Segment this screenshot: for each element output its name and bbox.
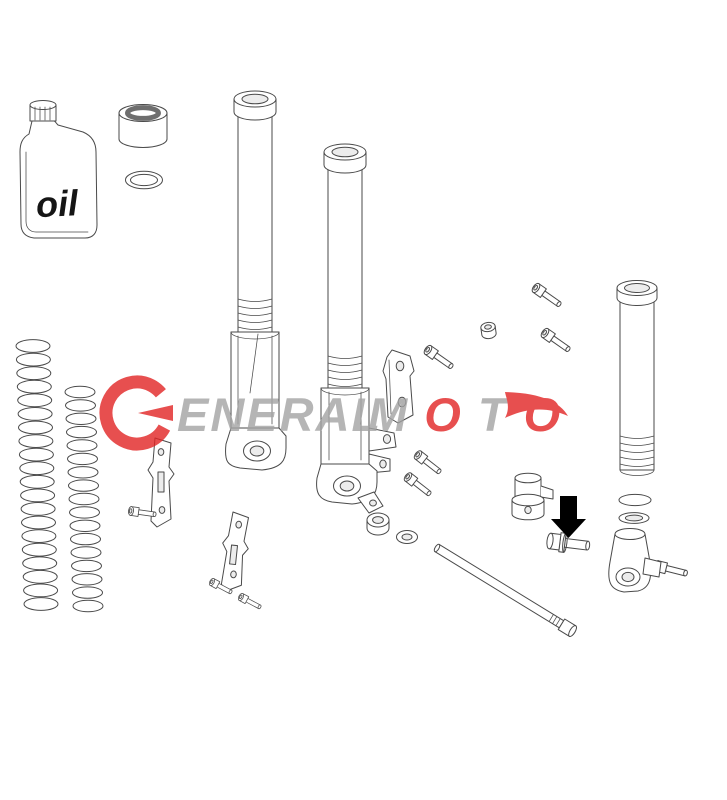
logo-swoosh bbox=[505, 392, 568, 418]
oil-bottle: oil bbox=[19, 100, 98, 239]
highlight-arrow-shaft bbox=[560, 496, 577, 519]
fork-tube-assembly-front bbox=[225, 90, 287, 471]
oil-label: oil bbox=[35, 182, 80, 225]
socket-bolt bbox=[422, 343, 456, 372]
spring-coil bbox=[65, 412, 97, 425]
spring-coil bbox=[18, 447, 54, 462]
axle-holder bbox=[511, 472, 554, 521]
oil-bottle-body bbox=[19, 120, 98, 239]
spring-coil bbox=[65, 399, 96, 412]
caliper-bracket bbox=[382, 349, 415, 424]
inner-tube bbox=[327, 162, 363, 389]
spring-coil bbox=[71, 573, 103, 586]
spring-coil bbox=[19, 474, 55, 489]
dust-seal-cap bbox=[118, 104, 168, 148]
spring-coil bbox=[66, 439, 98, 452]
spring-coil bbox=[20, 502, 56, 516]
highlight-arrow bbox=[551, 496, 586, 538]
spring-coil bbox=[18, 434, 54, 449]
generalmoto-watermark: ENERAL M O T O bbox=[99, 375, 568, 451]
spring-coil bbox=[21, 542, 57, 557]
seal-washer bbox=[618, 512, 650, 524]
logo-g-ring bbox=[99, 375, 175, 451]
socket-bolt bbox=[539, 326, 573, 355]
spring-coil bbox=[22, 556, 58, 571]
snap-ring bbox=[618, 493, 652, 507]
fork-inner-tube bbox=[616, 280, 658, 476]
mount-bracket-upper bbox=[147, 437, 175, 528]
spring-coil bbox=[22, 569, 58, 584]
spring-coil bbox=[67, 452, 98, 466]
watermark-text-moto: M O T O bbox=[368, 388, 562, 441]
spring-coil bbox=[70, 546, 102, 559]
watermark-letter-o1: O bbox=[424, 388, 463, 441]
spring-coil bbox=[15, 339, 51, 353]
socket-bolt bbox=[530, 281, 564, 310]
spring-coil bbox=[64, 385, 96, 399]
spring-coil bbox=[66, 425, 97, 439]
socket-bolt bbox=[412, 448, 444, 477]
mount-bracket-lower bbox=[220, 511, 249, 592]
spring-coil bbox=[16, 379, 52, 394]
spring-coil bbox=[20, 488, 56, 503]
watermark-letter-t: T bbox=[478, 388, 511, 441]
spring-coil bbox=[68, 492, 100, 506]
spring-coil bbox=[69, 519, 101, 532]
spring-coil bbox=[72, 599, 104, 613]
spring-coil bbox=[16, 366, 52, 381]
flange-nut bbox=[366, 512, 390, 536]
spring-coil bbox=[67, 466, 99, 479]
parts-layer: oil bbox=[15, 90, 690, 638]
fork-tube-assembly-rear bbox=[316, 143, 397, 514]
spring-coil bbox=[18, 420, 53, 435]
watermark-letter-m: M bbox=[368, 388, 409, 441]
washer bbox=[396, 530, 418, 544]
socket-bolt bbox=[236, 592, 263, 612]
spring-coil bbox=[72, 586, 103, 599]
fork-spring-right bbox=[64, 385, 104, 613]
front-axle bbox=[433, 543, 577, 638]
fork-spring-left bbox=[15, 339, 59, 611]
fork-bottom-flange-bolt bbox=[546, 532, 591, 553]
spring-coil bbox=[23, 597, 59, 611]
spring-coil bbox=[71, 559, 102, 573]
caliper-lug-upper bbox=[368, 427, 397, 452]
inner-tube bbox=[237, 109, 273, 333]
spring-coil bbox=[23, 583, 59, 598]
spring-coil bbox=[15, 352, 51, 367]
fork-bottom bbox=[608, 528, 662, 593]
o-ring bbox=[125, 170, 163, 190]
spring-coil bbox=[19, 461, 55, 476]
spring-coil bbox=[68, 479, 99, 492]
cap-nut bbox=[479, 320, 498, 340]
watermark-text-eneral: ENERAL bbox=[177, 388, 382, 441]
spring-coil bbox=[69, 506, 100, 519]
highlight-arrow-head bbox=[551, 519, 586, 538]
socket-bolt bbox=[402, 470, 434, 499]
spring-coil bbox=[70, 532, 101, 546]
spring-coil bbox=[17, 407, 53, 421]
spring-coil bbox=[21, 529, 57, 543]
spring-coil bbox=[17, 393, 53, 408]
spring-coil bbox=[21, 515, 56, 530]
oil-bottle-cap-top bbox=[29, 100, 57, 110]
logo-g-bar bbox=[138, 405, 173, 421]
